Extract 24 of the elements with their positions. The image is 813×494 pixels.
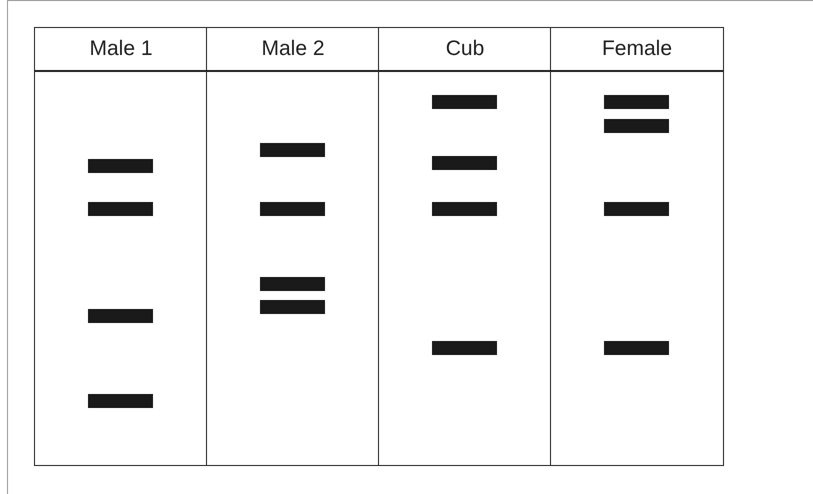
lane-label: Cub <box>446 37 484 61</box>
gel-lane <box>378 27 552 466</box>
dna-band <box>88 202 153 216</box>
dna-band <box>432 202 497 216</box>
gel-lane <box>550 27 724 466</box>
dna-band <box>88 308 153 322</box>
dna-band <box>88 394 153 408</box>
gel-lane <box>206 27 380 466</box>
dna-band <box>432 340 497 354</box>
lane-label: Male 1 <box>89 37 153 61</box>
dna-band <box>432 94 497 108</box>
lane-label: Male 2 <box>261 37 325 61</box>
dna-band <box>260 300 325 314</box>
lane-label: Female <box>602 37 672 61</box>
dna-band <box>432 156 497 170</box>
dna-band <box>604 202 669 216</box>
gel-lane <box>34 27 208 466</box>
dna-band <box>604 340 669 354</box>
dna-band <box>260 276 325 290</box>
dna-band <box>604 118 669 132</box>
dna-band <box>88 158 153 172</box>
dna-band <box>604 94 669 108</box>
dna-band <box>260 202 325 216</box>
dna-band <box>260 142 325 156</box>
